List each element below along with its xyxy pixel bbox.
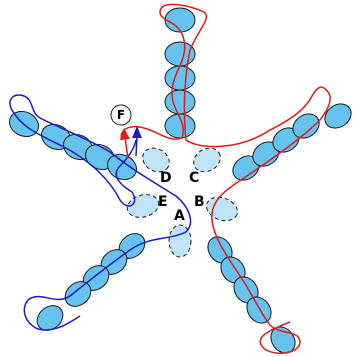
red-arrow xyxy=(124,137,129,159)
f-circle xyxy=(110,104,132,126)
label-a: A xyxy=(174,208,185,224)
inner-domain-c xyxy=(193,147,221,173)
bead xyxy=(164,7,196,33)
bead xyxy=(164,89,196,115)
arm-upper-right xyxy=(232,103,352,181)
blue-arrowhead xyxy=(132,126,142,138)
label-f: F xyxy=(117,108,125,122)
bead xyxy=(164,65,196,91)
red-chain-trace xyxy=(120,3,331,354)
label-d: D xyxy=(160,170,172,186)
label-c: C xyxy=(189,170,199,186)
bead xyxy=(292,113,320,139)
red-arrowhead xyxy=(120,128,130,140)
arrows xyxy=(120,126,142,159)
arm-lower-left xyxy=(36,233,146,331)
label-e: E xyxy=(158,194,168,210)
blue-arrow xyxy=(135,135,138,157)
inner-domain-b xyxy=(206,196,238,222)
blue-chain-trace xyxy=(9,94,192,331)
bead xyxy=(64,281,92,307)
bead xyxy=(36,305,64,331)
label-b: B xyxy=(194,194,205,210)
bead xyxy=(164,41,196,67)
f-marker: F xyxy=(110,104,132,126)
domain-labels: A B C D E xyxy=(158,170,205,224)
bead xyxy=(324,103,352,129)
inner-domain-d xyxy=(142,147,170,173)
